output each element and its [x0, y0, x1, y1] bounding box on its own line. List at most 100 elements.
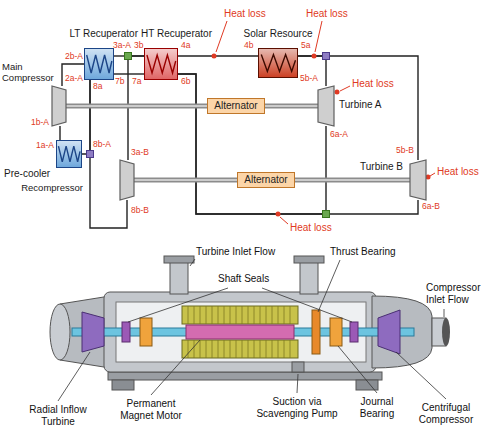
heat-loss-dot [276, 212, 281, 217]
component-label: Turbine B [360, 161, 403, 172]
shaft-seal [122, 322, 130, 342]
shaft-line [295, 178, 410, 183]
heat-loss-label: Heat loss [352, 78, 394, 89]
thrust-bearing [312, 310, 320, 354]
flow-line [178, 74, 326, 214]
leader-line [297, 374, 298, 393]
heat-loss-dots [212, 54, 431, 217]
heater-box: Solar Resource [258, 48, 298, 78]
part-label: Turbine Inlet Flow [196, 246, 275, 258]
base-foot [112, 380, 134, 390]
state-point-label: 8b-B [131, 206, 149, 215]
exchanger-symbol [85, 49, 113, 79]
state-point-label: 3a-B [131, 148, 149, 157]
part-label: Shaft Seals [218, 273, 269, 285]
shaft-line [66, 104, 207, 109]
state-point-label: 3b [134, 41, 143, 50]
zigzag-coil [58, 146, 80, 162]
heat-loss-label: Heat loss [437, 166, 479, 177]
state-point-label: 1b-A [31, 118, 49, 127]
state-point-label: 7a [132, 77, 141, 86]
flow-line [90, 80, 127, 228]
split-junction [87, 151, 94, 158]
cooler-box: Pre-cooler [56, 140, 82, 168]
compressor-wheel [378, 310, 400, 354]
scavenging-port [292, 362, 304, 372]
machine-outline [52, 86, 66, 126]
flow-line [62, 64, 84, 86]
compressor-outlet-pipe [300, 262, 318, 294]
heat-loss-leaders [216, 21, 435, 224]
part-label: Thrust Bearing [330, 246, 396, 258]
state-point-label: 2b-A [65, 52, 83, 61]
component-label: Turbine A [339, 99, 381, 110]
flow-line [82, 80, 90, 154]
heat-loss-dot [212, 54, 217, 59]
component-label: HT Recuperator [141, 28, 212, 39]
mixing-junction [323, 211, 330, 218]
state-point-label: 4b [244, 41, 253, 50]
state-point-label: 5b-B [396, 146, 414, 155]
recuperator-box: HT Recuperator [144, 48, 178, 80]
component-label: LT Recuperator [69, 28, 138, 39]
heat-loss-label: Heat loss [290, 222, 332, 233]
turbine-end-cap [50, 304, 70, 360]
exchanger-symbol [57, 141, 81, 167]
state-point-label: 6a-A [330, 130, 348, 139]
leader-line [315, 21, 322, 52]
component-label: Solar Resource [244, 28, 313, 39]
state-point-label: 1a-A [36, 141, 54, 150]
shaft-core [265, 105, 318, 107]
leader-line [280, 217, 288, 224]
heat-loss-dot [335, 90, 340, 95]
leader-line [444, 309, 445, 317]
leader-line [262, 288, 352, 322]
state-point-label: 6b [181, 77, 190, 86]
alternator-box: Alternator [237, 172, 294, 188]
machine-outline [120, 160, 134, 200]
turbine-trapezoid [410, 160, 426, 200]
state-point-label: 5b-A [300, 74, 318, 83]
pipe-flange [294, 256, 324, 263]
component-label: Recompressor [21, 182, 83, 193]
shaft-seal [350, 322, 358, 342]
leader-line [340, 86, 350, 91]
leader-line [128, 288, 228, 322]
component-label: Pre-cooler [4, 168, 50, 179]
state-point-label: 8b-A [93, 140, 111, 149]
mixing-junction [125, 53, 132, 60]
recuperator-box: LT Recuperator [84, 48, 114, 80]
compressor-symbol: Recompressor [120, 160, 134, 200]
base-plate [108, 372, 382, 380]
exchanger-symbol [145, 49, 177, 79]
leader-lines [58, 259, 446, 401]
split-junction [323, 53, 330, 60]
part-label: Compressor Inlet Flow [426, 282, 482, 306]
journal-bearing [140, 318, 152, 346]
turbine-inlet-pipe [170, 262, 188, 294]
flow-line [178, 55, 258, 56]
pipe-flange [164, 256, 194, 263]
box-label: Alternator [214, 100, 257, 112]
part-label: Permanent Magnet Motor [112, 398, 190, 422]
stator-lower [182, 340, 298, 358]
flow-line [298, 56, 326, 86]
leader-line [430, 173, 435, 176]
part-label: Centrifugal Compressor [410, 402, 482, 426]
permanent-magnet-rotor [186, 325, 294, 339]
state-point-label: 2a-A [65, 74, 83, 83]
main-housing [104, 292, 376, 372]
part-label: Radial Inflow Turbine [20, 404, 96, 428]
heat-loss-label: Heat loss [306, 8, 348, 19]
heat-loss-dot [312, 54, 317, 59]
machine-outline [410, 160, 426, 200]
shaft-core [66, 105, 207, 107]
compressor-symbol: Main Compressor [52, 86, 66, 126]
zigzag-coil [261, 55, 295, 72]
leader-line [318, 260, 340, 312]
shaft-line [265, 104, 318, 109]
flow-line [59, 126, 60, 140]
